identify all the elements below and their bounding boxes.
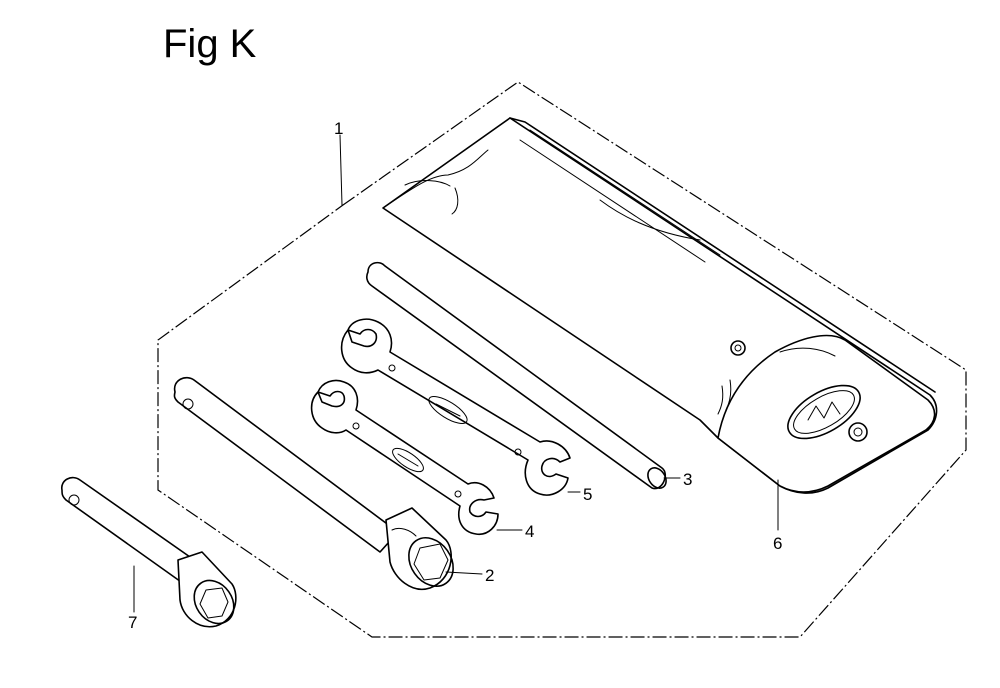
tool-bag-part-6: [382, 117, 938, 494]
bar-part-3: [366, 261, 667, 490]
callout-5: 5: [583, 485, 592, 504]
leader-lines: [133, 134, 779, 613]
callout-6: 6: [773, 534, 782, 553]
wrench-part-5: [340, 318, 571, 496]
socket-wrench-part-7: [61, 476, 237, 628]
callout-2: 2: [485, 566, 494, 585]
callout-1: 1: [334, 119, 343, 138]
figure-title: Fig K: [163, 22, 257, 66]
wrench-part-4: [310, 379, 499, 536]
callout-4: 4: [525, 522, 534, 541]
callout-3: 3: [683, 470, 692, 489]
tool-kit-boundary: [157, 81, 967, 638]
socket-wrench-part-2: [173, 376, 454, 591]
callout-7: 7: [128, 613, 137, 632]
